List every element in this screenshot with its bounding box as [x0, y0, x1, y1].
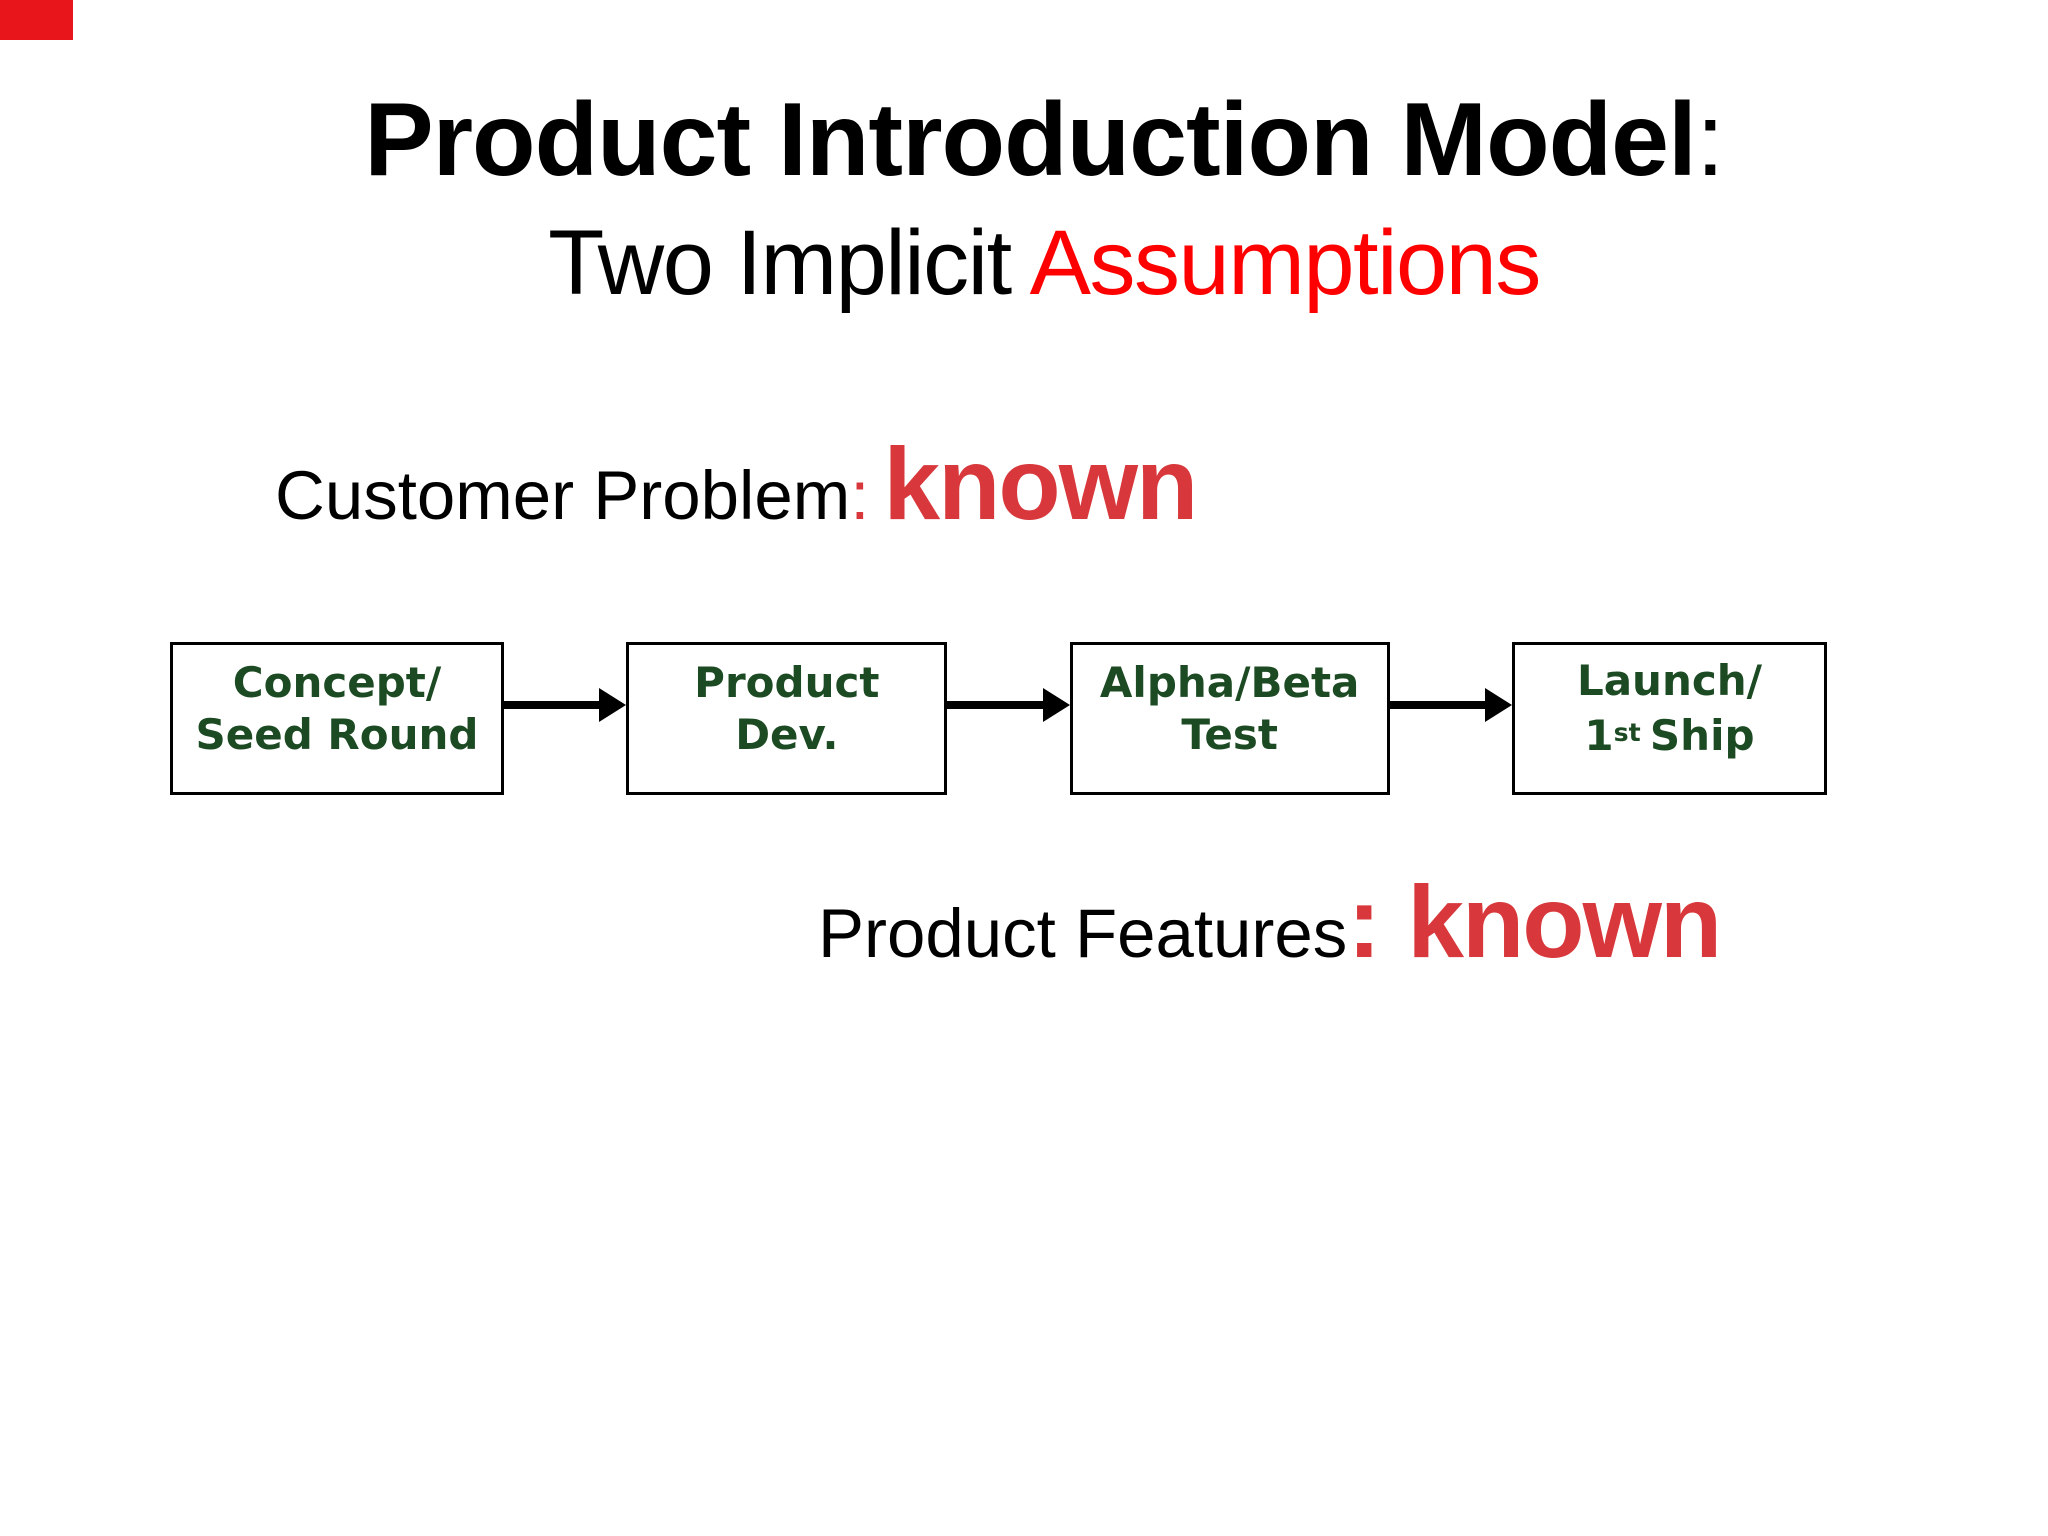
arrow-shaft — [1389, 700, 1485, 709]
box-line: Alpha/Beta — [1099, 657, 1360, 707]
flow-arrow — [947, 687, 1070, 722]
customer-problem-value: known — [883, 427, 1198, 541]
flow-box-launch-first-ship: Launch/ 1st Ship — [1511, 642, 1827, 795]
box-line: Concept/ — [232, 657, 442, 707]
arrow-head-icon — [1484, 687, 1512, 722]
slide-subtitle: Two Implicit Assumptions — [40, 217, 2048, 309]
first-ship-word: Ship — [1649, 710, 1755, 760]
first-ship-ordinal-suffix: st — [1613, 718, 1641, 748]
box-line: Dev. — [735, 709, 839, 759]
arrow-head-icon — [1042, 687, 1070, 722]
flow-arrow — [504, 687, 627, 722]
box-line: 1st Ship — [1515, 707, 1824, 762]
flow-arrow — [1389, 687, 1512, 722]
flow-box-alpha-beta-test: Alpha/Beta Test — [1069, 642, 1390, 795]
assumption-product-features: Product Features: known — [818, 865, 1722, 979]
arrow-head-icon — [599, 687, 627, 722]
red-corner-marker — [0, 0, 73, 40]
arrow-shaft — [947, 700, 1043, 709]
assumption-customer-problem: Customer Problem: known — [275, 427, 1198, 541]
title-colon: : — [1695, 82, 1725, 198]
box-line: Test — [1181, 709, 1278, 759]
title-text: Product Introduction Model — [364, 82, 1697, 198]
process-flow-diagram: Concept/ Seed Round Product Dev. Alpha/B… — [170, 642, 1827, 795]
box-line: Launch/ — [1576, 656, 1762, 706]
arrow-shaft — [504, 700, 600, 709]
flow-box-concept-seed-round: Concept/ Seed Round — [170, 642, 504, 795]
product-features-value: known — [1407, 865, 1722, 979]
product-features-colon: : — [1347, 865, 1382, 979]
slide-title: Product Introduction Model: — [40, 88, 2048, 192]
flow-box-product-dev: Product Dev. — [626, 642, 948, 795]
first-ship-number: 1 — [1584, 710, 1614, 760]
box-line: Product — [694, 657, 880, 707]
customer-problem-label: Customer Problem — [275, 457, 851, 534]
box-line: Seed Round — [195, 709, 479, 759]
customer-problem-colon: : — [850, 457, 870, 534]
subtitle-highlight: Assumptions — [1029, 212, 1542, 314]
subtitle-prefix: Two Implicit — [548, 212, 1030, 314]
product-features-label: Product Features — [818, 895, 1348, 972]
